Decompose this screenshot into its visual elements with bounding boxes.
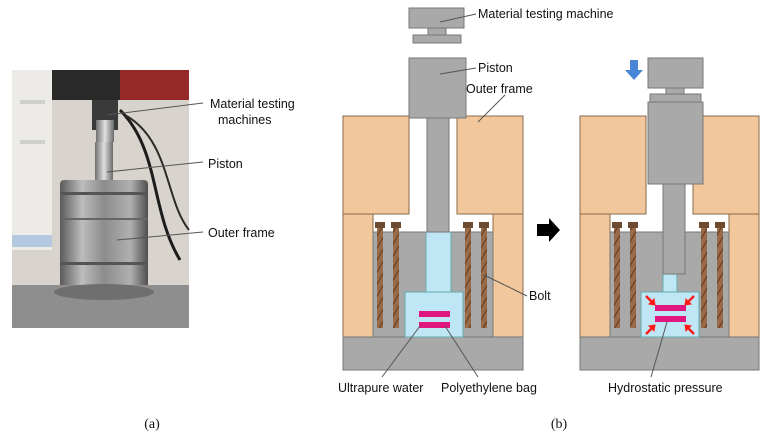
piston-rod-right	[662, 183, 686, 275]
label-piston-a: Piston	[208, 157, 243, 171]
polyethylene-bag-left-1	[419, 311, 450, 317]
polyethylene-bag-left-2	[419, 322, 450, 328]
process-arrow-icon	[537, 218, 560, 242]
label-polyethylene-bag: Polyethylene bag	[441, 381, 537, 395]
caption-b: (b)	[551, 417, 568, 432]
base-plate-right	[579, 336, 760, 371]
caption-a: (a)	[144, 417, 160, 432]
label-machines-line2: machines	[218, 113, 272, 127]
label-ultrapure-water: Ultrapure water	[338, 381, 423, 395]
photo-piston	[95, 142, 113, 180]
piston-head-right	[647, 101, 704, 185]
bolts-right	[612, 222, 725, 328]
photo-outer-frame	[60, 180, 148, 290]
load-arrow-icon	[625, 60, 643, 80]
photo-wall-cabinet	[12, 70, 52, 250]
label-hydrostatic-pressure: Hydrostatic pressure	[608, 381, 723, 395]
label-piston-b: Piston	[478, 61, 513, 75]
label-outer-frame-a: Outer frame	[208, 226, 275, 240]
schematic-before	[342, 7, 524, 371]
base-plate-left	[342, 336, 524, 371]
label-bolt: Bolt	[529, 289, 551, 303]
bolts-left	[375, 222, 489, 328]
outer-frame-left-top-r	[456, 115, 524, 215]
piston-rod-left	[426, 117, 450, 233]
outer-frame-left-top-l	[342, 115, 410, 215]
schematic-after	[579, 57, 760, 371]
polyethylene-bag-right-2	[655, 316, 686, 322]
polyethylene-bag-right-1	[655, 305, 686, 311]
machine-head-right	[647, 57, 704, 89]
hydrostatic-pressure-arrows-icon	[645, 295, 695, 335]
photo-panel-a	[12, 70, 190, 328]
piston-head-left	[408, 57, 467, 119]
label-machine-b: Material testing machine	[478, 7, 614, 21]
label-machines-line1: Material testing	[210, 97, 295, 111]
label-outer-frame-b: Outer frame	[466, 82, 533, 96]
